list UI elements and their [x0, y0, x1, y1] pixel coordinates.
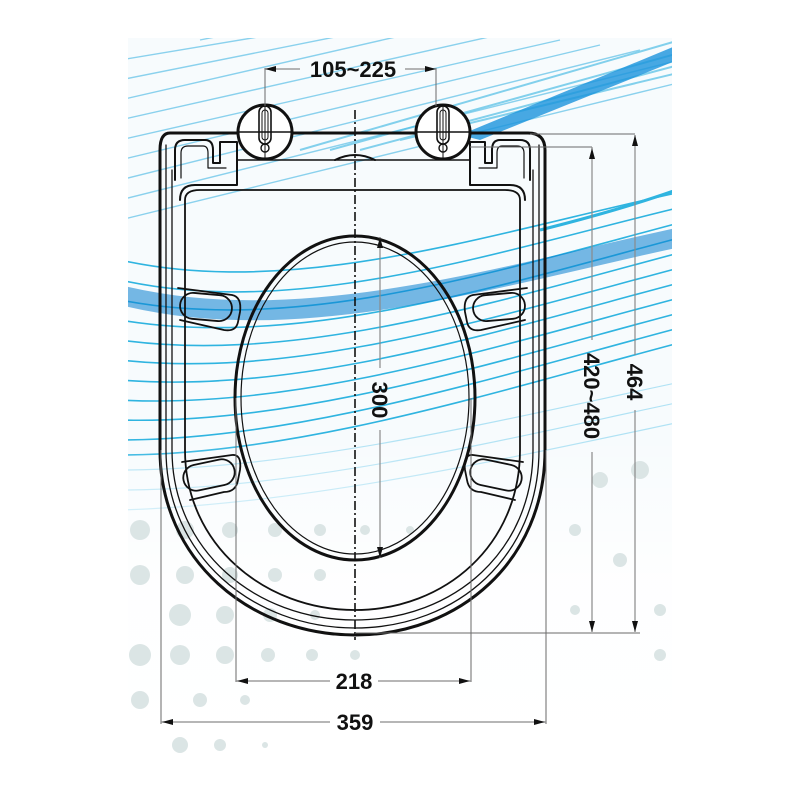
hinge-spacing-label: 105~225 [310, 57, 396, 82]
dot-pattern [129, 461, 666, 753]
bumper-pads [177, 287, 528, 501]
left-hinge [236, 103, 294, 161]
overall-width-label: 359 [337, 710, 374, 735]
dimensions [160, 66, 640, 725]
overall-length-label: 464 [622, 364, 647, 401]
inner-length-label: 300 [367, 382, 392, 419]
wave-background [128, 38, 672, 760]
inner-width-label: 218 [336, 669, 373, 694]
right-hinge [414, 103, 472, 161]
seat-length-range-label: 420~480 [579, 353, 604, 439]
